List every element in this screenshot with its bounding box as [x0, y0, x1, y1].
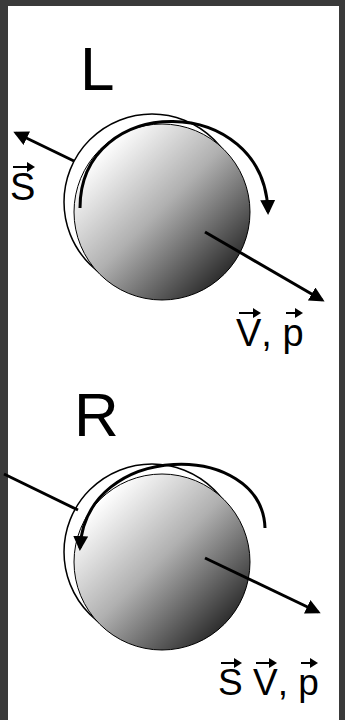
vector-label: V, p [236, 314, 304, 352]
helicity-label: R [74, 384, 119, 446]
sphere [74, 474, 250, 650]
rotation-arrow [80, 464, 265, 548]
spin-arrow [16, 133, 76, 162]
vector-label: S [10, 168, 35, 206]
velocity-arrow [205, 558, 318, 612]
velocity-arrow [205, 232, 322, 300]
helicity-label: L [80, 38, 114, 100]
rotation-arrow [80, 121, 268, 212]
vector-label: S V, p [218, 664, 319, 701]
spin-line [4, 474, 78, 510]
